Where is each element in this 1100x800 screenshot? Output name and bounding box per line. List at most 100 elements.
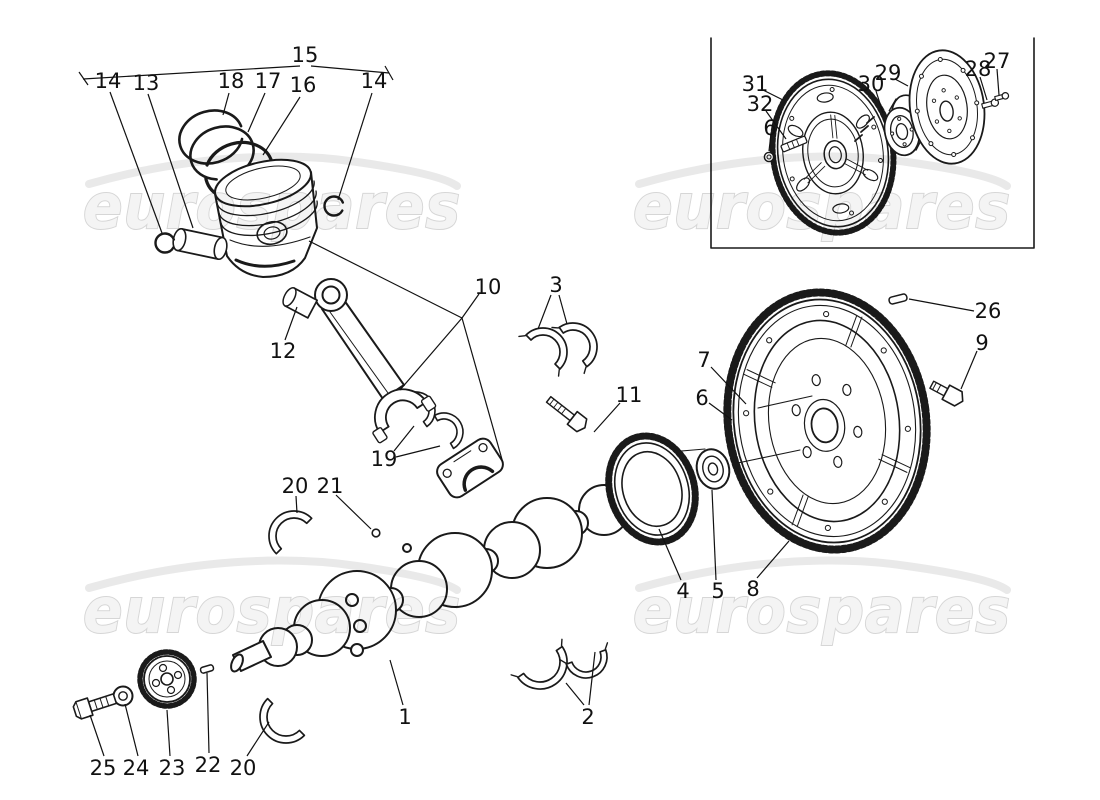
leader-line — [710, 366, 747, 405]
woodruff-key-22 — [199, 664, 215, 674]
stud-32 — [780, 135, 808, 153]
leader-line — [166, 709, 171, 757]
rod-bolt-11 — [545, 395, 588, 433]
leader-line — [89, 714, 105, 757]
leader-line — [147, 93, 194, 229]
leader-line — [768, 133, 772, 152]
watermark-swoosh — [85, 556, 461, 594]
thrust-bearing-shell-3a — [518, 327, 568, 377]
backing-plate-29 — [908, 49, 986, 165]
leader-line — [310, 65, 390, 74]
part-number-label: 6 — [763, 116, 776, 140]
leader-line — [395, 445, 441, 458]
leader-line — [384, 65, 394, 81]
leader-line — [335, 494, 372, 530]
leader-line — [979, 76, 988, 101]
leader-line — [756, 540, 790, 579]
part-number-label: 10 — [475, 275, 502, 299]
leader-line — [206, 672, 210, 754]
thrust-bearing-shell-2a — [510, 638, 568, 690]
leader-line — [565, 682, 585, 706]
dowel-pin-26 — [888, 293, 908, 305]
rod-bearing-shell-19b — [433, 412, 464, 450]
leader-line — [588, 651, 596, 706]
main-bearing-shell-20-top — [268, 510, 313, 555]
part-number-label: 22 — [195, 753, 222, 777]
watermark-text: eurospares — [633, 574, 1011, 647]
part-number-label: 26 — [975, 299, 1002, 323]
rod-cap — [436, 437, 504, 499]
part-number-label: 6 — [695, 386, 708, 410]
leader-line — [222, 92, 230, 116]
part-number-label: 14 — [361, 69, 388, 93]
leader-line — [658, 528, 682, 581]
part-number-label: 4 — [676, 579, 689, 603]
part-number-label: 17 — [255, 69, 282, 93]
assembly-line-stud7 — [757, 395, 813, 409]
leader-line — [996, 68, 1000, 96]
flywheel-bolt-9 — [929, 380, 964, 407]
watermark-text: eurospares — [83, 574, 461, 647]
thrust-bearing-shell-3b — [551, 322, 598, 375]
part-number-label: 2 — [581, 705, 594, 729]
part-number-label: 24 — [123, 756, 150, 780]
hub-studs — [854, 116, 875, 142]
part-number-label: 18 — [218, 69, 245, 93]
leader-line — [558, 294, 568, 325]
part-number-label: 20 — [230, 756, 257, 780]
connecting-rod — [314, 278, 437, 444]
circlip-14-right — [323, 195, 345, 217]
timing-sprocket-23 — [137, 649, 197, 709]
crankshaft — [230, 477, 650, 673]
part-number-label: 1 — [398, 705, 411, 729]
part-number-label: 21 — [317, 474, 344, 498]
leader-line — [393, 425, 415, 452]
flywheel-8 — [723, 288, 931, 554]
part-number-label: 13 — [133, 71, 160, 95]
leader-line — [461, 317, 504, 464]
circlip-14-left — [154, 232, 176, 254]
leader-line — [908, 298, 975, 312]
leader-line — [308, 240, 463, 319]
leader-line — [262, 96, 301, 156]
part-number-label: 11 — [616, 383, 643, 407]
part-number-label: 25 — [90, 756, 117, 780]
part-number-label: 7 — [697, 348, 710, 372]
watermark-swoosh — [635, 152, 1011, 190]
screw-28 — [981, 98, 1000, 109]
leader-line — [284, 306, 298, 341]
leader-line — [461, 293, 480, 319]
part-number-label: 3 — [549, 273, 562, 297]
part-number-label: 5 — [711, 579, 724, 603]
part-number-label: 14 — [95, 69, 122, 93]
leader-line — [246, 721, 270, 757]
leader-line — [894, 78, 909, 87]
leader-line — [247, 92, 266, 133]
part-number-label: 8 — [746, 577, 759, 601]
leader-line — [765, 110, 787, 140]
part-number-label: 28 — [965, 57, 992, 81]
leader-line — [82, 65, 301, 80]
leader-line — [875, 90, 884, 114]
part-number-label: 27 — [984, 49, 1011, 73]
bolt-25 — [72, 693, 118, 720]
leader-line — [337, 92, 373, 201]
leader-line — [109, 91, 163, 234]
part-number-label: 31 — [742, 72, 769, 96]
leader-line — [389, 659, 404, 706]
plug-21 — [371, 528, 381, 538]
watermark-text: eurospares — [83, 170, 461, 243]
part-number-label: 23 — [159, 756, 186, 780]
leader-line — [593, 402, 621, 433]
leader-line — [708, 402, 733, 421]
part-number-label: 9 — [975, 331, 988, 355]
leader-line — [124, 703, 139, 757]
watermark-swoosh — [85, 152, 461, 190]
watermark-swoosh — [635, 556, 1011, 594]
piston — [214, 158, 318, 278]
leader-line — [399, 317, 463, 391]
